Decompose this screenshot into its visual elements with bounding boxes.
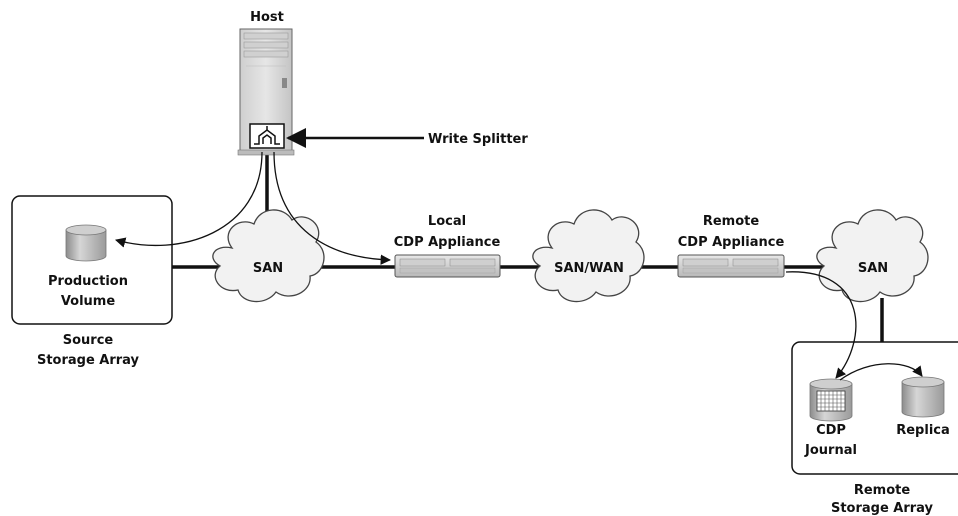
san-cloud-right [816,209,929,303]
write-splitter-icon [249,123,285,149]
remote-array-label-line2: Storage Array [831,501,934,516]
san-left-label: SAN [253,261,283,276]
san-wan-cloud [532,209,645,303]
production-label-line2: Volume [61,294,116,309]
san-wan-label: SAN/WAN [554,261,624,276]
replica-cylinder-icon [901,376,945,418]
san-cloud-left [212,209,325,303]
remote-array-label-line1: Remote [854,483,911,498]
local-cdp-label-line2: CDP Appliance [394,235,501,250]
production-volume-cylinder-icon [65,224,107,262]
journal-to-replica-arrow [839,363,923,381]
host-to-local-cdp-arrow [273,151,392,265]
cdp-journal-label-line1: CDP [816,423,846,438]
production-label-line1: Production [48,274,128,289]
local-cdp-label-line1: Local [428,214,466,229]
host-label: Host [250,10,284,25]
source-array-label-line2: Storage Array [37,353,140,368]
remote-cdp-label-line1: Remote [703,214,760,229]
source-array-label-line1: Source [63,333,114,348]
cdp-journal-label-line2: Journal [804,443,857,458]
host-to-production-arrow [114,151,263,248]
remote-cdp-appliance-icon [677,254,785,278]
write-splitter-label: Write Splitter [428,132,528,147]
san-right-label: SAN [858,261,888,276]
remote-cdp-label-line2: CDP Appliance [678,235,785,250]
replica-label: Replica [896,423,950,438]
remote-cdp-to-journal-arrow [785,271,857,379]
local-cdp-appliance-icon [394,254,501,278]
cdp-journal-cylinder-icon [809,378,853,422]
data-flow-arrows [114,151,923,381]
